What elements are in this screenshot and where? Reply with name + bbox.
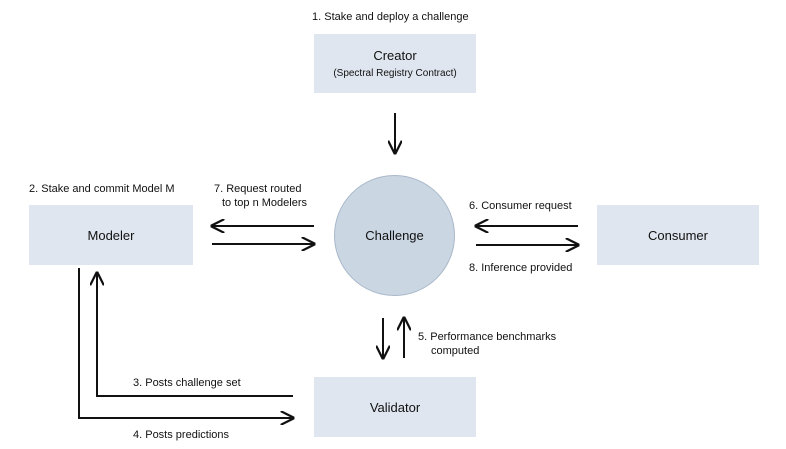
arrow-validator-to-modeler	[97, 273, 293, 397]
step-7-label-line2: to top n Modelers	[222, 197, 307, 209]
challenge-node: Challenge	[334, 175, 455, 296]
step-8-label: 8. Inference provided	[469, 262, 573, 274]
step-2-label: 2. Stake and commit Model M	[29, 183, 175, 195]
arrow-modeler-to-validator	[78, 268, 293, 418]
step-6-label: 6. Consumer request	[469, 200, 572, 212]
modeler-node: Modeler	[29, 205, 193, 265]
consumer-title: Consumer	[648, 227, 708, 243]
step-7-label-line1: 7. Request routed	[214, 183, 302, 195]
validator-node: Validator	[314, 377, 476, 437]
step-3-label: 3. Posts challenge set	[133, 377, 241, 389]
step-1-label: 1. Stake and deploy a challenge	[312, 11, 469, 23]
creator-node: Creator (Spectral Registry Contract)	[314, 34, 476, 93]
step-4-label: 4. Posts predictions	[133, 429, 229, 441]
validator-title: Validator	[369, 399, 421, 415]
consumer-node: Consumer	[597, 205, 759, 265]
step-5-label-line1: 5. Performance benchmarks	[418, 331, 557, 343]
creator-subtitle: (Spectral Registry Contract)	[333, 68, 457, 79]
challenge-title: Challenge	[365, 228, 424, 243]
creator-title: Creator	[373, 48, 417, 63]
modeler-title: Modeler	[87, 227, 135, 243]
step-5-label-line2: computed	[431, 345, 480, 357]
